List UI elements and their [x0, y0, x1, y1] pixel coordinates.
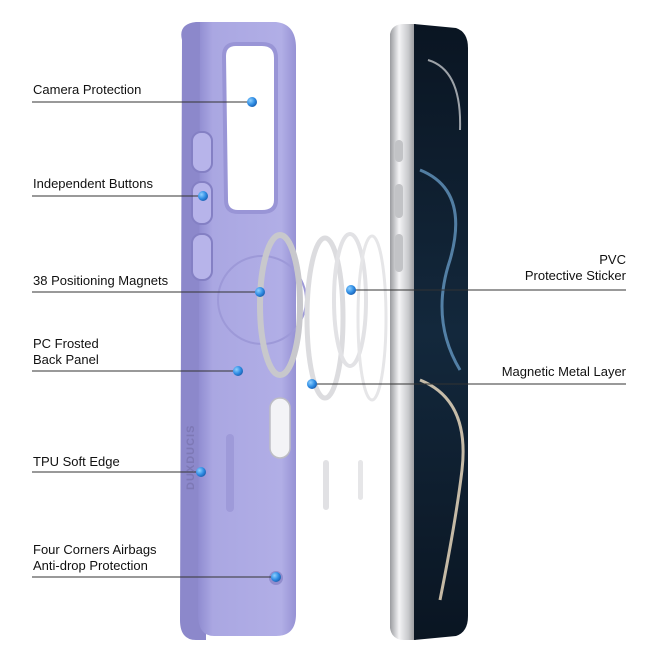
screen-wave-1	[419, 168, 462, 371]
label-pc-back-line2: Back Panel	[33, 352, 99, 367]
side-button-vol-down	[191, 233, 213, 281]
phone-frame	[390, 24, 416, 640]
label-tpu-soft-edge: TPU Soft Edge	[33, 454, 120, 469]
phone-button-vol-down	[395, 234, 403, 272]
ring-1	[257, 232, 303, 378]
dot-pc-back	[233, 366, 243, 376]
ring-2	[304, 235, 346, 401]
screen-wave-2	[419, 378, 465, 601]
callout-dots	[196, 97, 356, 582]
label-pvc-line1: PVC	[599, 252, 626, 267]
label-pvc-sticker: PVC Protective Sticker	[525, 252, 626, 284]
label-airbags: Four Corners Airbags Anti-drop Protectio…	[33, 542, 157, 574]
dot-airbags	[271, 572, 281, 582]
side-slot	[226, 434, 234, 512]
label-pvc-line2: Protective Sticker	[524, 268, 626, 283]
label-metal-layer: Magnetic Metal Layer	[501, 364, 626, 379]
alignment-tab	[269, 397, 291, 459]
ring-3	[332, 232, 368, 368]
label-airbags-line2: Anti-drop Protection	[33, 558, 148, 573]
dot-magnets	[255, 287, 265, 297]
label-airbags-line1: Four Corners Airbags	[33, 542, 157, 557]
phone-button-action	[395, 140, 403, 162]
phone-button-vol-up	[395, 184, 403, 218]
dot-pvc	[346, 285, 356, 295]
phone-screen	[414, 24, 468, 640]
phone-body	[390, 24, 468, 640]
dot-camera	[247, 97, 257, 107]
leader-lines	[32, 101, 626, 578]
label-independent-buttons: Independent Buttons	[33, 176, 153, 191]
brand-logo: DUXDUCIS	[185, 424, 197, 490]
phone-case	[180, 22, 307, 640]
dot-tpu	[196, 467, 206, 477]
magnetic-rings	[257, 232, 388, 510]
screen-wave-3	[427, 59, 462, 131]
dot-buttons	[198, 191, 208, 201]
strip-2	[358, 460, 363, 500]
side-button-action	[191, 131, 213, 173]
label-camera-protection: Camera Protection	[33, 82, 142, 97]
label-positioning-magnets: 38 Positioning Magnets	[33, 273, 169, 288]
label-pc-back-line1: PC Frosted	[33, 336, 99, 351]
side-button-vol-up	[191, 181, 213, 225]
dot-metal	[307, 379, 317, 389]
strip-1	[323, 460, 329, 510]
label-pc-back-panel: PC Frosted Back Panel	[33, 336, 99, 368]
ring-4	[356, 234, 388, 402]
camera-cutout	[221, 42, 278, 214]
